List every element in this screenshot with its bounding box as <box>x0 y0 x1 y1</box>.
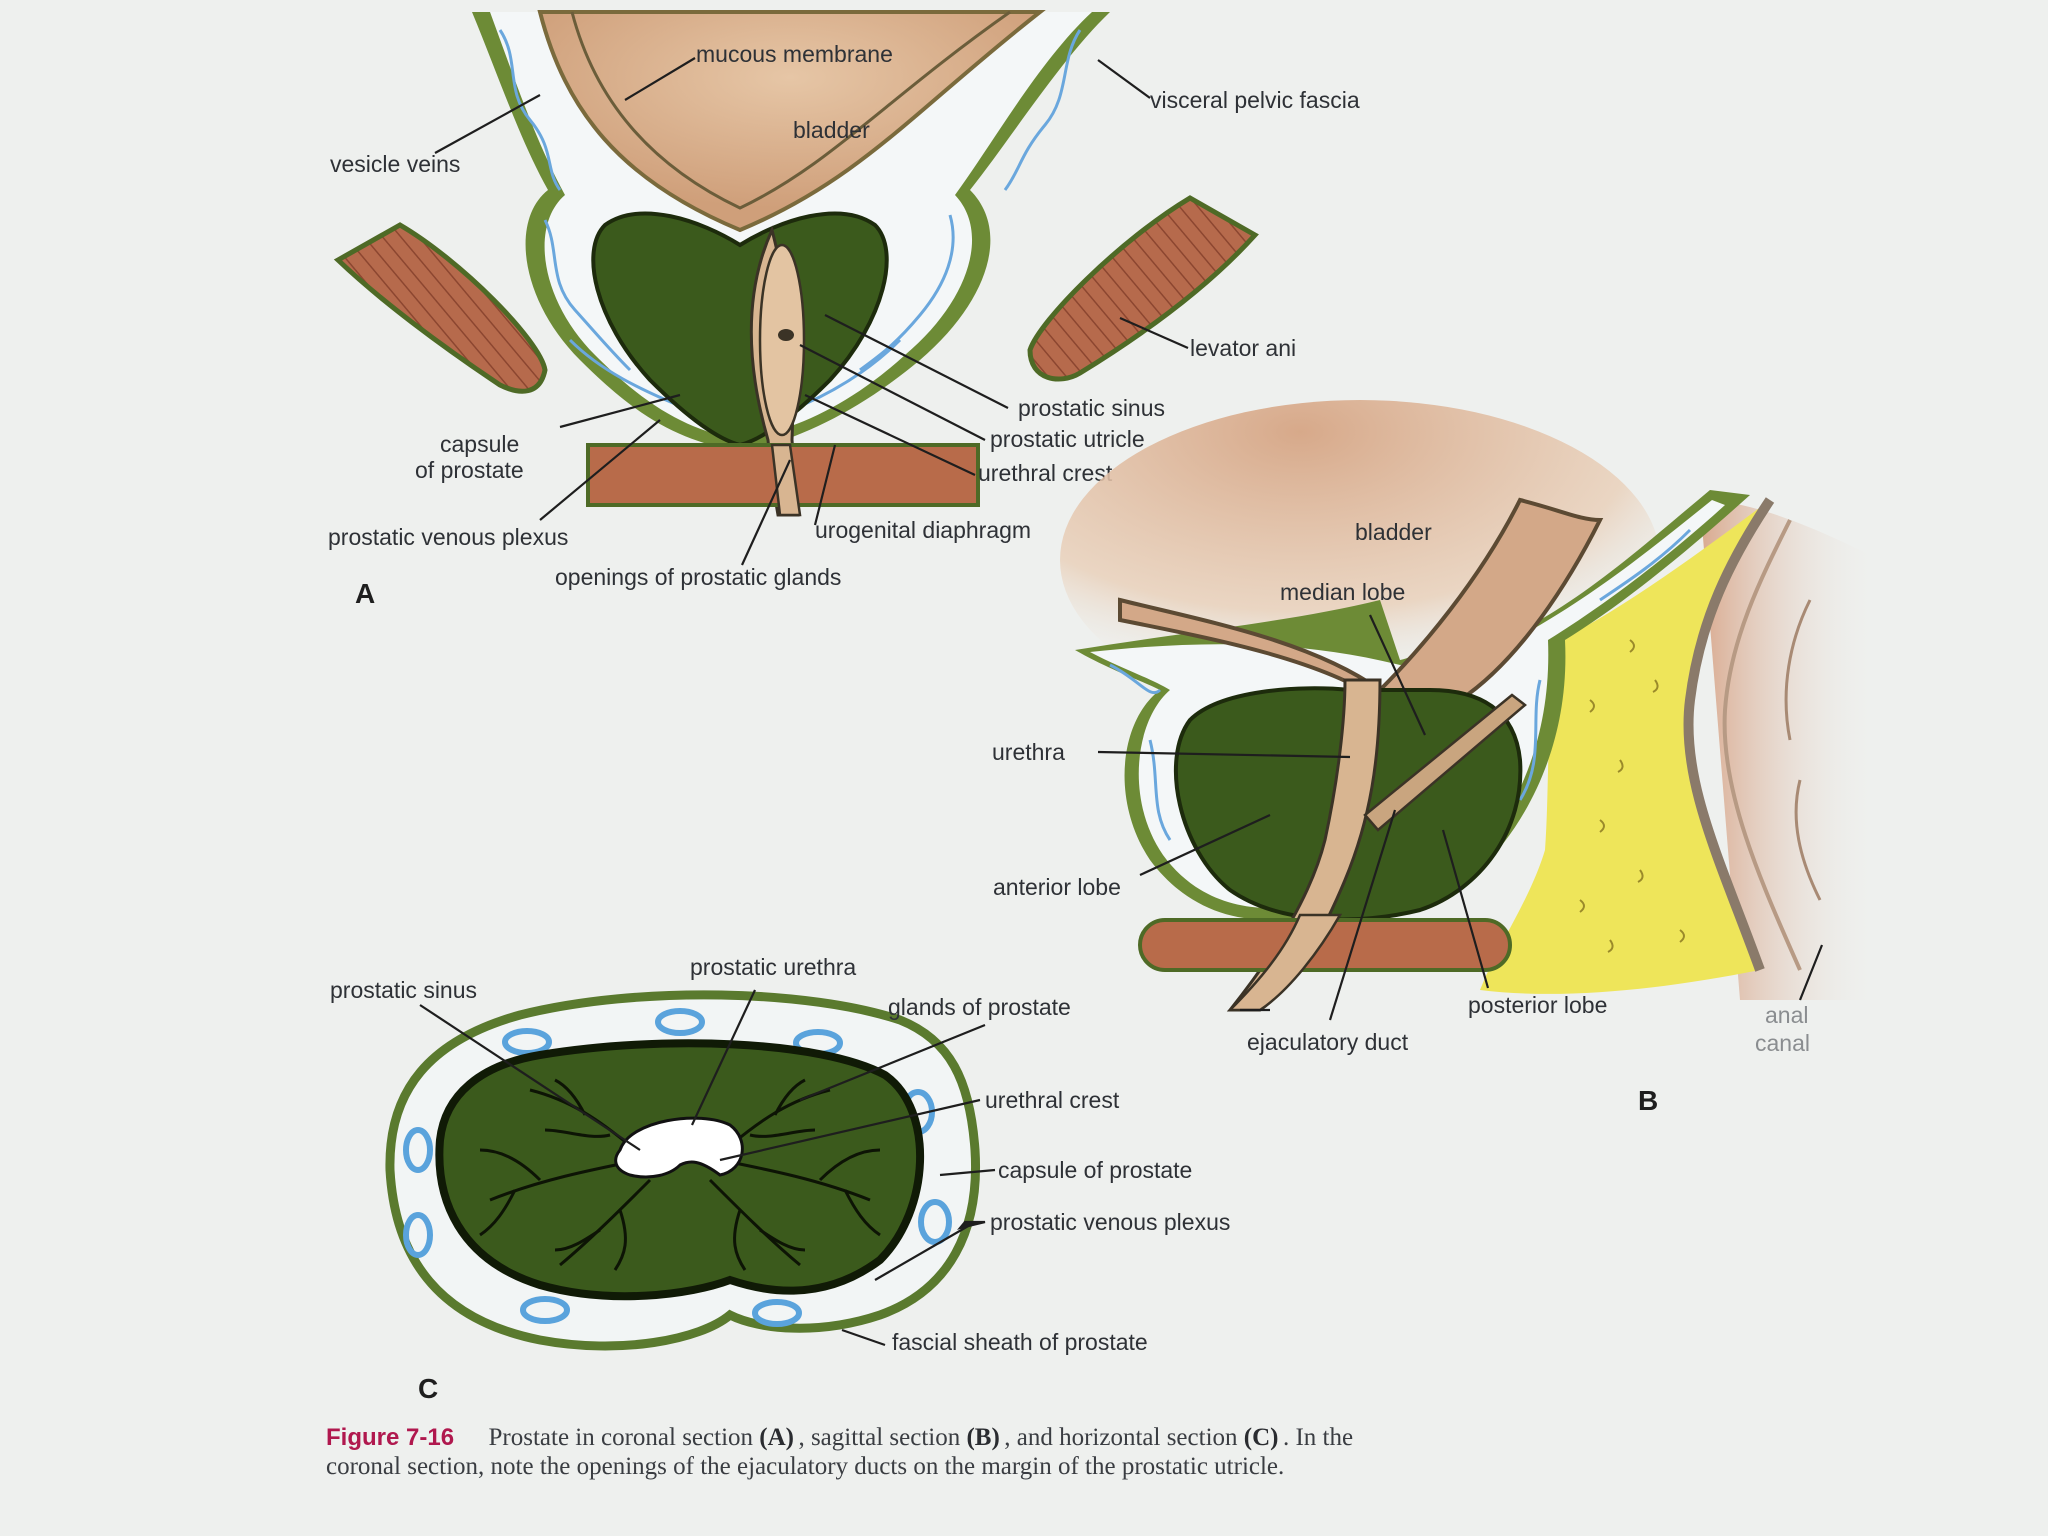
panel-a-drawing <box>333 10 1259 517</box>
panel-b-drawing <box>1060 400 1880 1012</box>
panel-a-leaders <box>434 57 1189 566</box>
panel-letter-c: C <box>418 1373 438 1404</box>
panel-letter-b: B <box>1638 1085 1658 1116</box>
label-prostatic-sinus-c: prostatic sinus <box>330 977 477 1003</box>
caption-line-1: Figure 7-16 Prostate in coronal section … <box>326 1424 1353 1451</box>
label-urethra: urethra <box>992 739 1065 765</box>
label-levator-ani: levator ani <box>1190 335 1296 361</box>
label-capsule-of-prostate: capsule of prostate <box>998 1157 1192 1183</box>
caption-line-2: coronal section, note the openings of th… <box>326 1453 1284 1480</box>
figure-number: Figure 7-16 <box>326 1424 454 1451</box>
caption-ref-c: (C) <box>1244 1424 1279 1451</box>
panel-b-labels: bladder median lobe urethra anterior lob… <box>992 519 1810 1116</box>
levator-ani-left <box>333 222 548 394</box>
label-mucous-membrane: mucous membrane <box>696 41 893 67</box>
caption-ref-b: (B) <box>966 1424 999 1451</box>
label-glands-of-prostate: glands of prostate <box>888 994 1071 1020</box>
label-bladder-a: bladder <box>793 117 870 143</box>
label-urethral-crest-a: urethral crest <box>978 460 1113 486</box>
panel-letter-a: A <box>355 578 375 609</box>
panel-a-labels: mucous membrane bladder visceral pelvic … <box>328 41 1360 609</box>
label-visceral-pelvic-fascia: visceral pelvic fascia <box>1150 87 1360 113</box>
prostatic-urethra-c <box>614 1116 744 1179</box>
bladder-b <box>1118 497 1604 702</box>
panel-b-leaders <box>1097 614 1824 1021</box>
label-median-lobe: median lobe <box>1280 579 1405 605</box>
bladder-a <box>537 10 1046 233</box>
caption-part-a: Prostate in coronal section <box>489 1424 760 1451</box>
label-prostatic-venous-plexus-c: prostatic venous plexus <box>990 1209 1230 1235</box>
label-prostatic-utricle: prostatic utricle <box>990 426 1145 452</box>
prostate-c <box>435 1039 924 1301</box>
label-prostatic-venous-plexus-a: prostatic venous plexus <box>328 524 568 550</box>
caption-ref-a: (A) <box>759 1424 794 1451</box>
label-prostatic-urethra: prostatic urethra <box>690 954 856 980</box>
label-urethral-crest-c: urethral crest <box>985 1087 1120 1113</box>
label-ejaculatory-duct: ejaculatory duct <box>1247 1029 1409 1055</box>
ejaculatory-duct-b <box>1363 693 1527 832</box>
label-anterior-lobe: anterior lobe <box>993 874 1121 900</box>
label-vesicle-veins: vesicle veins <box>330 151 460 177</box>
label-capsule-line1: capsule <box>440 431 519 457</box>
label-capsule-line2: of prostate <box>415 457 524 483</box>
perirectal-fat <box>1480 500 1770 994</box>
caption-part-b: , sagittal section <box>798 1424 966 1451</box>
caption-part-d: . In the <box>1283 1424 1353 1451</box>
figure-caption: Figure 7-16 Prostate in coronal section … <box>326 1424 1353 1480</box>
label-anal-line2: canal <box>1755 1030 1810 1056</box>
label-urogenital-diaphragm: urogenital diaphragm <box>815 517 1031 543</box>
panel-c-drawing <box>385 990 981 1351</box>
label-fascial-sheath: fascial sheath of prostate <box>892 1329 1148 1355</box>
label-prostatic-sinus-a: prostatic sinus <box>1018 395 1165 421</box>
label-posterior-lobe: posterior lobe <box>1468 992 1607 1018</box>
panel-c-labels: prostatic sinus prostatic urethra glands… <box>330 954 1230 1404</box>
panel-c-leaders <box>419 989 996 1347</box>
label-anal-line1: anal <box>1765 1002 1808 1028</box>
label-bladder-b: bladder <box>1355 519 1432 545</box>
label-openings-of-prostatic-glands: openings of prostatic glands <box>555 564 841 590</box>
levator-ani-right <box>1027 195 1259 382</box>
caption-part-c: , and horizontal section <box>1004 1424 1244 1451</box>
